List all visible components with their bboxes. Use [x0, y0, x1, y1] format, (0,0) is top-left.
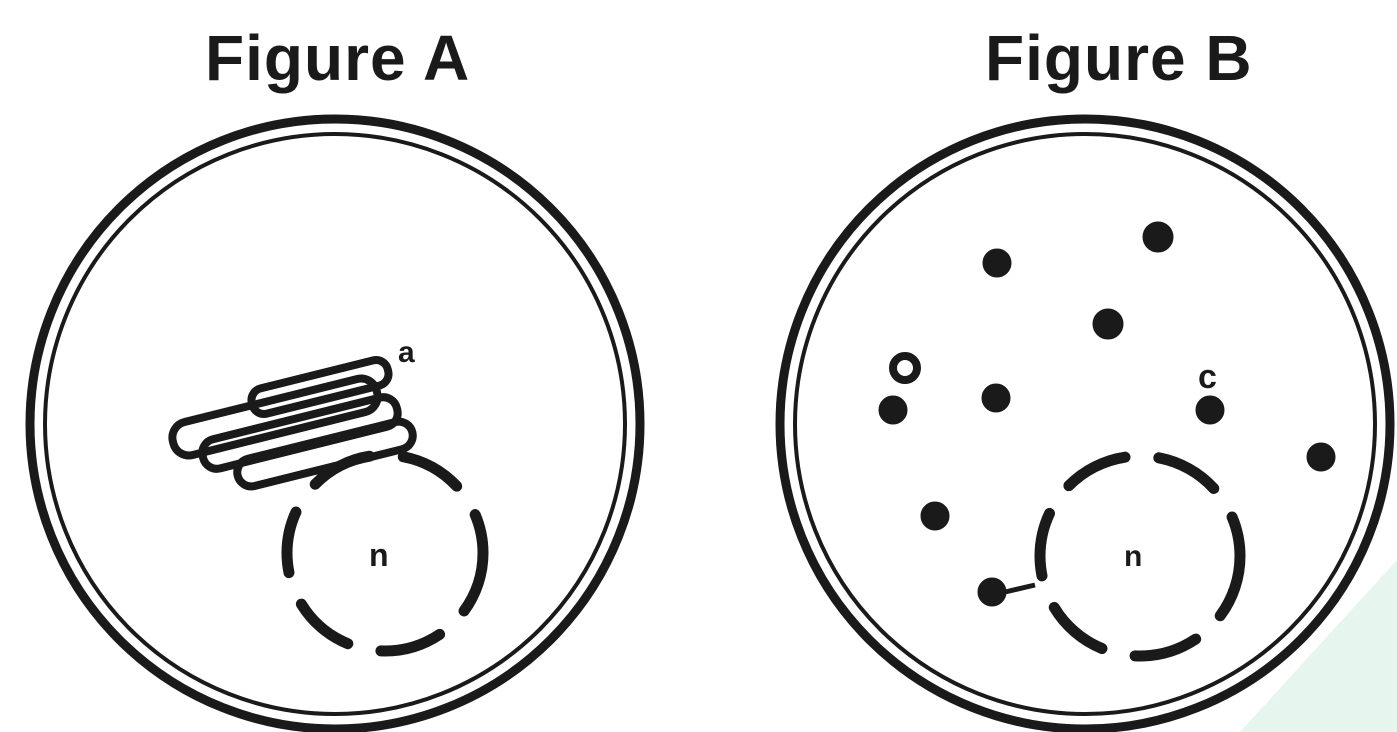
figure-a [30, 119, 640, 729]
vesicle [982, 384, 1010, 412]
figure-b [780, 119, 1390, 729]
vesicle [893, 356, 917, 380]
vesicle [1143, 222, 1173, 252]
figure-a-stacked-organelle [169, 357, 416, 489]
figure-b-label: c [1198, 358, 1217, 396]
figure-b-cell-inner-membrane [795, 134, 1375, 714]
corner-tint [1240, 560, 1397, 732]
figure-a-center-label: n [369, 537, 389, 573]
figure-b-connector [1005, 585, 1035, 592]
vesicle [983, 249, 1011, 277]
vesicle [978, 578, 1006, 606]
vesicle [879, 396, 907, 424]
vesicle [921, 502, 949, 530]
vesicle [1307, 443, 1335, 471]
vesicle [1196, 396, 1224, 424]
vesicle [1093, 309, 1123, 339]
figure-a-cell-inner-membrane [45, 134, 625, 714]
figure-b-vesicles [879, 222, 1335, 606]
figure-b-center-label: n [1124, 540, 1142, 573]
figure-a-label: a [398, 336, 415, 369]
